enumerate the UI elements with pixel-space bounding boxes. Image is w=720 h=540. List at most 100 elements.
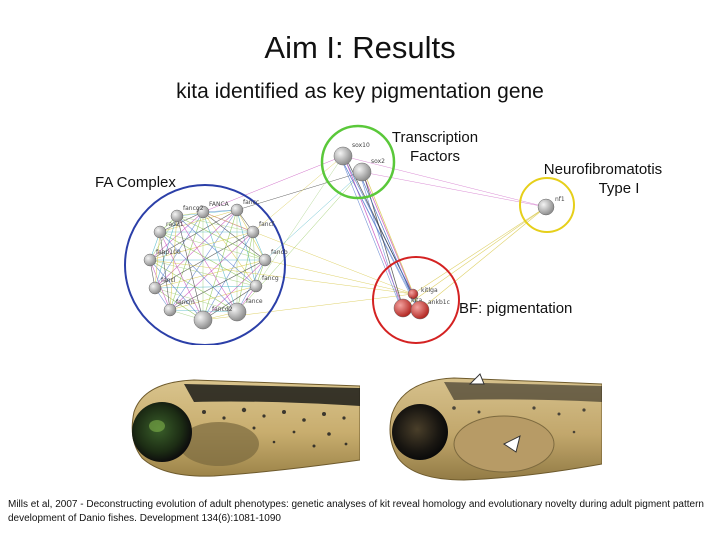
fa-gene-node: [196, 205, 210, 219]
pigmentation-label: BF: pigmentation: [459, 300, 573, 317]
network-edge: [154, 287, 238, 313]
network-edge: [236, 209, 257, 287]
neurofibromatosis-label-line1: Neurofibromatotis: [543, 161, 663, 178]
network-edge: [154, 285, 257, 289]
tf-gene-node: [333, 146, 353, 166]
node-label: fancb: [271, 249, 288, 256]
transcription-factors-label-line2: Factors: [409, 148, 460, 165]
node-label: fancg: [262, 275, 279, 282]
neurofibromatosis-label: Neurofibromatotis Type I: [528, 160, 678, 198]
network-edge: [176, 215, 238, 313]
transcription-factors-label-line1: Transcription: [391, 129, 479, 146]
neurofibromatosis-cluster-ring: [519, 177, 575, 233]
network-edge: [419, 206, 547, 311]
network-edge: [154, 209, 238, 289]
network-edge: [202, 231, 254, 321]
network-edge: [149, 259, 414, 295]
node-label: fance: [246, 298, 263, 305]
node-label: fancc: [243, 199, 259, 206]
network-edge: [362, 171, 404, 309]
tf-gene-node: [352, 162, 372, 182]
network-edge: [340, 157, 402, 309]
network-edge: [342, 155, 547, 208]
network-edge: [361, 171, 547, 208]
fa-gene-node: [143, 253, 157, 267]
node-label: kita: [411, 297, 422, 304]
fa-gene-node: [153, 225, 167, 239]
fa-gene-node: [148, 281, 162, 295]
fa-gene-node: [163, 303, 177, 317]
network-edge: [149, 211, 204, 261]
fa-gene-node: [227, 302, 247, 322]
network-edge: [176, 215, 257, 287]
node-label: kitlga: [421, 287, 438, 294]
node-label: fancg2: [183, 205, 204, 212]
node-label: fancf: [259, 221, 275, 228]
network-edge: [412, 206, 547, 295]
node-label: sox2: [371, 158, 385, 165]
network-edge: [202, 259, 266, 321]
node-label: nf1: [555, 196, 565, 203]
network-edge: [159, 231, 238, 313]
network-edge: [236, 231, 254, 313]
network-edge: [149, 215, 178, 261]
network-edge: [169, 211, 204, 311]
network-edge: [154, 231, 161, 289]
citation: Mills et al, 2007 - Deconstructing evolu…: [8, 499, 704, 524]
fa-gene-node: [193, 310, 213, 330]
network-edge: [252, 155, 344, 233]
nf-gene-node: [537, 198, 555, 216]
node-label: fancm: [176, 299, 195, 306]
fa-gene-node: [249, 279, 263, 293]
network-edge: [264, 171, 363, 261]
pigmentation-gene-node: [393, 298, 413, 318]
pigmentation-gene-node: [407, 288, 419, 300]
node-label: ankb1c: [428, 299, 450, 306]
zebrafish-photo-left: [131, 379, 360, 477]
network-edge: [176, 215, 204, 321]
fa-gene-node: [246, 225, 260, 239]
fa-complex-cluster-ring: [124, 184, 286, 345]
node-label: FANCA: [209, 201, 230, 208]
fa-gene-node: [170, 209, 184, 223]
network-nodes: FANCA fancc fancf fancb fancg fance fancd2 fanc…: [143, 142, 565, 330]
node-label: sox10: [352, 142, 370, 149]
network-edge: [340, 157, 419, 311]
fa-complex-label: FA Complex: [95, 174, 176, 191]
transcription-factors-cluster-ring: [320, 124, 396, 200]
pigmentation-cluster-ring: [372, 256, 460, 344]
network-edge: [154, 287, 204, 321]
network-edge: [149, 259, 257, 287]
network-edge: [159, 209, 238, 233]
network-edge: [252, 231, 257, 287]
network-edge: [149, 259, 204, 321]
network-edge: [264, 259, 414, 295]
node-label: rad21: [166, 221, 184, 228]
network-edge: [154, 259, 266, 289]
network-edges: [149, 155, 547, 321]
fa-gene-node: [258, 253, 272, 267]
node-label: faap100: [156, 249, 181, 256]
network-edge: [202, 285, 257, 321]
network-edge: [361, 171, 414, 295]
network-edge: [159, 231, 171, 311]
network-edge: [176, 215, 266, 261]
neurofibromatosis-label-line2: Type I: [598, 180, 640, 197]
network-edge: [402, 206, 547, 309]
network-edge: [202, 211, 238, 313]
network-edge: [344, 155, 421, 311]
network-edge: [159, 231, 204, 321]
network-edge: [359, 173, 419, 311]
network-edge: [159, 231, 257, 287]
network-edge: [154, 215, 178, 289]
network-edge: [202, 209, 238, 321]
zebrafish-photo-right: [389, 373, 602, 481]
node-label: fancl: [161, 277, 176, 284]
network-edge: [202, 211, 266, 261]
fa-gene-node: [230, 203, 244, 217]
node-label: fancd2: [212, 306, 233, 313]
pigmentation-gene-node: [410, 300, 430, 320]
network-edge: [255, 155, 344, 287]
network-edge: [149, 209, 238, 261]
slide-subtitle: kita identified as key pigmentation gene: [176, 80, 544, 103]
